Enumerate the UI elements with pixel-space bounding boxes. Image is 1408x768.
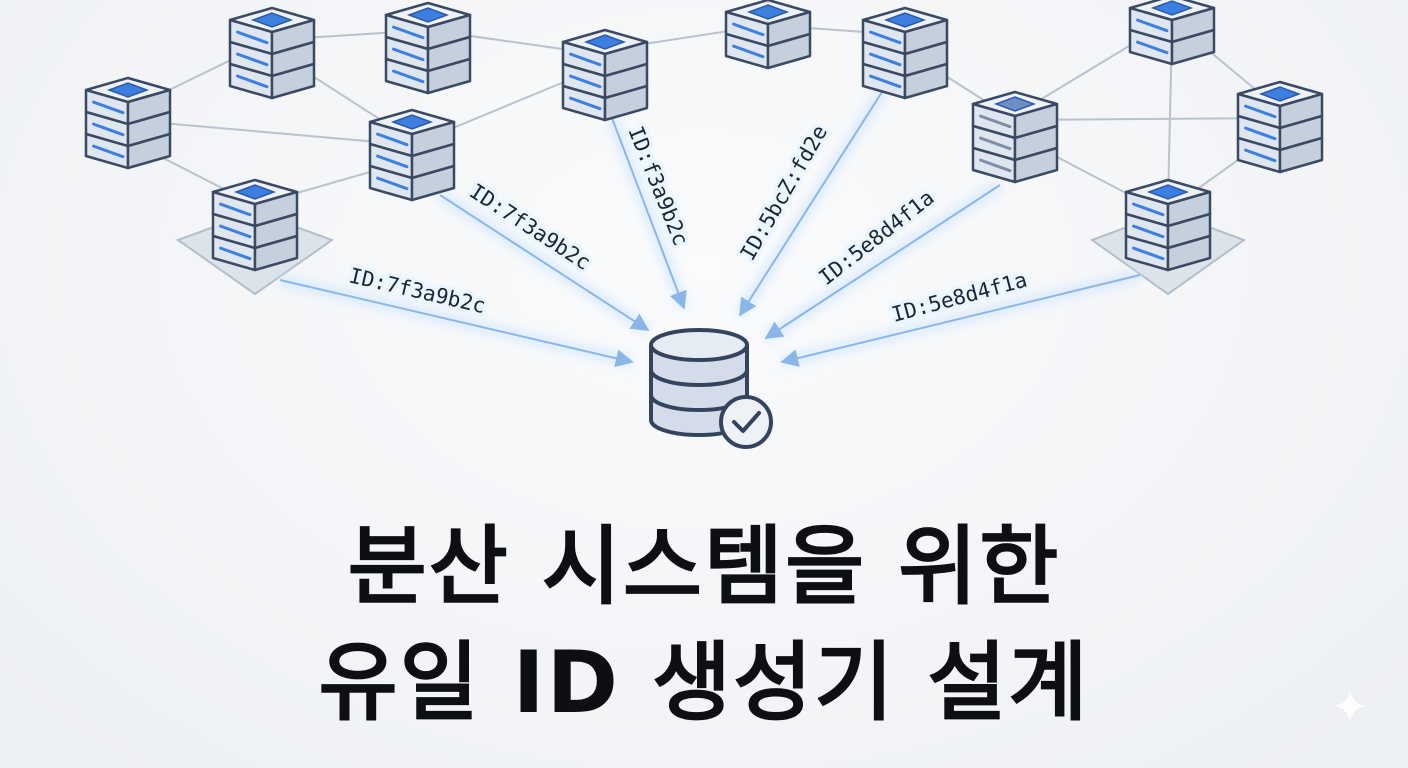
server-screen <box>406 7 450 23</box>
server-rack-icon <box>1124 178 1212 272</box>
arrow-6 <box>780 274 1141 367</box>
server-screen <box>746 4 790 20</box>
server-screen <box>250 12 294 28</box>
arrow-5 <box>764 184 1001 339</box>
server-rack-icon <box>561 28 649 122</box>
id-arrows <box>278 88 1142 369</box>
server-screen <box>993 96 1037 112</box>
arrow-1 <box>279 279 634 368</box>
arrow-lines <box>279 91 1141 368</box>
server-rack-icon <box>228 6 316 100</box>
server-rack-icon <box>1128 0 1216 66</box>
server-screen <box>1150 0 1194 16</box>
arrow-2 <box>439 194 650 331</box>
server-screen <box>106 82 150 98</box>
server-screen <box>1146 184 1190 200</box>
check-circle-icon <box>719 395 773 449</box>
server-rack-icon <box>724 0 812 70</box>
server-screen <box>883 12 927 28</box>
server-rack-icon <box>84 76 172 170</box>
server-stacks <box>84 0 1324 272</box>
server-screen <box>583 34 627 50</box>
connection-line <box>1014 117 1281 121</box>
server-rack-icon <box>368 108 456 202</box>
page-title-line-2: 유일 ID 생성기 설계 <box>318 633 1090 733</box>
server-screen <box>1258 86 1302 102</box>
sparkle-icon <box>1334 690 1366 722</box>
connection-line <box>127 119 413 146</box>
server-rack-icon <box>211 178 299 272</box>
server-rack-icon <box>861 6 949 100</box>
arrow-3 <box>611 117 687 310</box>
server-screen <box>233 184 277 200</box>
database-icon <box>649 328 773 449</box>
server-screen <box>390 114 434 130</box>
page-title-line-1: 분산 시스템을 위한 <box>347 517 1061 617</box>
server-rack-icon <box>1236 80 1324 174</box>
server-rack-icon <box>384 1 472 95</box>
server-rack-icon <box>971 90 1059 184</box>
arrow-4 <box>739 91 883 317</box>
